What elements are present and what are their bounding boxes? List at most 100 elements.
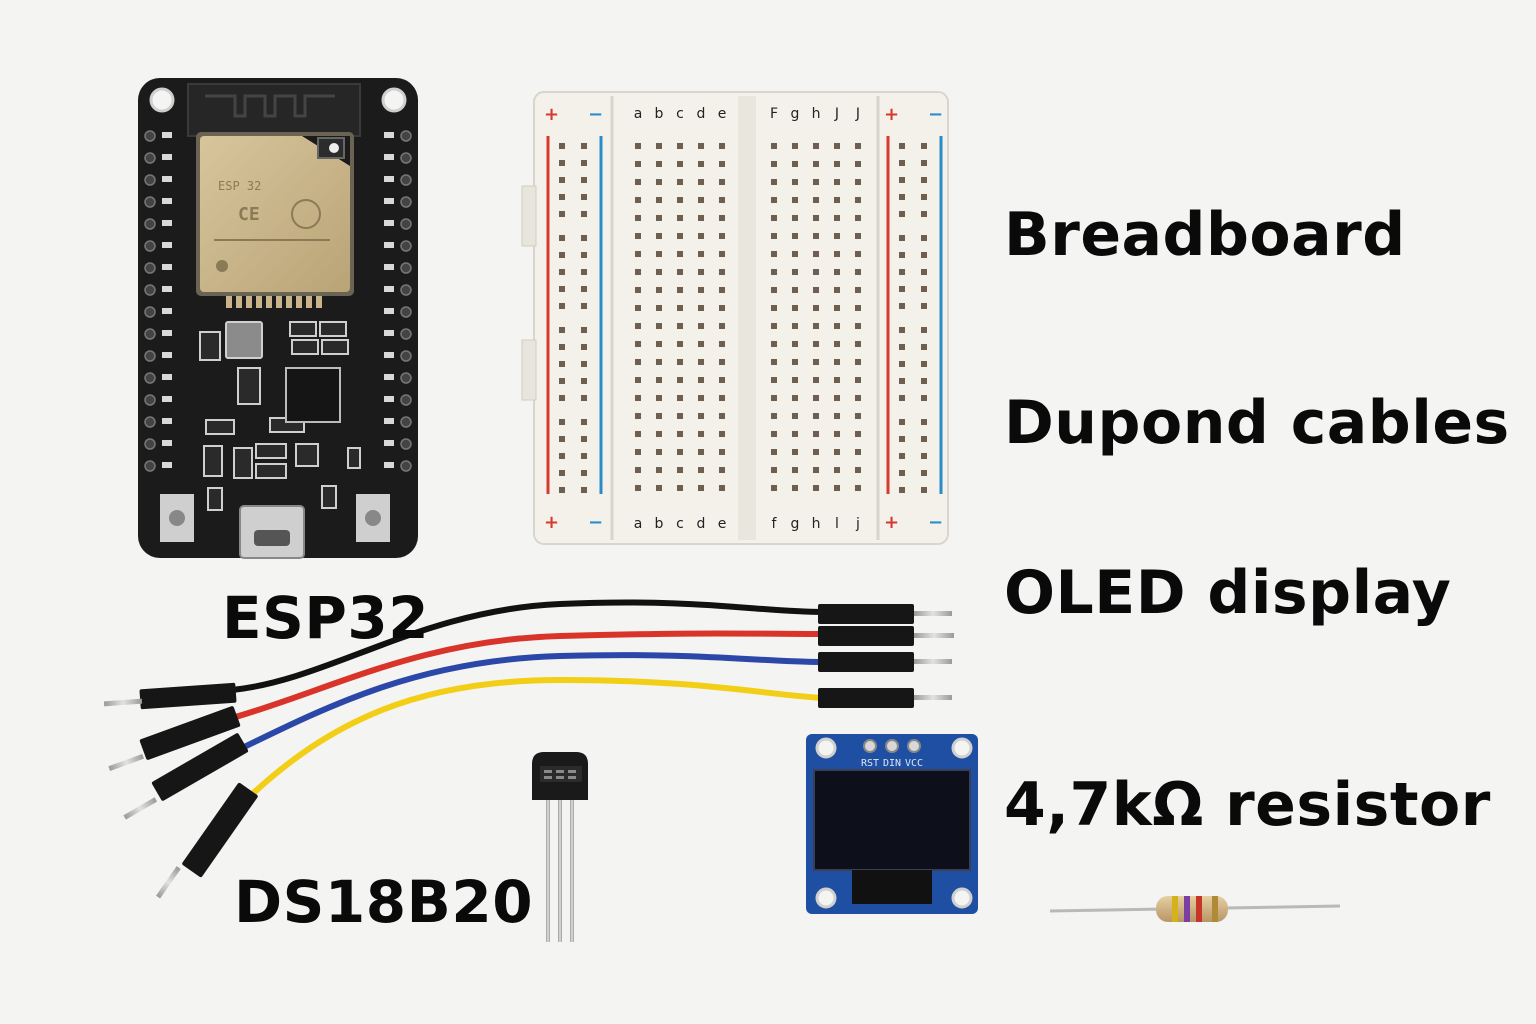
- breadboard-hole: [834, 377, 840, 383]
- breadboard-hole: [855, 287, 861, 293]
- column-label: g: [791, 106, 800, 122]
- breadboard-hole: [677, 269, 683, 275]
- breadboard-hole: [813, 179, 819, 185]
- breadboard-label: Breadboard: [1004, 200, 1406, 270]
- breadboard-hole: [559, 395, 565, 401]
- boot-button: [160, 494, 194, 542]
- breadboard-hole: [656, 485, 662, 491]
- breadboard-hole: [899, 327, 905, 333]
- breadboard-hole: [635, 287, 641, 293]
- breadboard-hole: [635, 233, 641, 239]
- reset-button: [356, 494, 390, 542]
- breadboard-hole: [899, 470, 905, 476]
- breadboard-hole: [834, 179, 840, 185]
- ds18b20-sensor: [532, 752, 588, 942]
- breadboard-hole: [855, 179, 861, 185]
- mounting-hole-icon: [815, 737, 837, 759]
- breadboard-hole: [813, 269, 819, 275]
- breadboard-hole: [813, 485, 819, 491]
- micro-usb-port-icon: [239, 505, 305, 559]
- breadboard-hole: [855, 323, 861, 329]
- breadboard-hole: [834, 161, 840, 167]
- breadboard-hole: [677, 485, 683, 491]
- breadboard-hole: [855, 269, 861, 275]
- breadboard-hole: [834, 341, 840, 347]
- oled-display-module: RST DIN VCC: [806, 734, 978, 914]
- resistor-4k7: [1049, 896, 1341, 922]
- column-label: e: [718, 106, 727, 122]
- breadboard-hole: [719, 413, 725, 419]
- breadboard-hole: [698, 215, 704, 221]
- breadboard-hole: [834, 449, 840, 455]
- breadboard-hole: [921, 487, 927, 493]
- breadboard-hole: [834, 467, 840, 473]
- breadboard-hole: [855, 431, 861, 437]
- breadboard-hole: [792, 431, 798, 437]
- breadboard-hole: [899, 194, 905, 200]
- breadboard-hole: [813, 467, 819, 473]
- breadboard-hole: [834, 233, 840, 239]
- rail-minus-label: −: [928, 512, 943, 533]
- mounting-hole-icon: [951, 887, 973, 909]
- breadboard-hole: [719, 215, 725, 221]
- breadboard-hole: [559, 487, 565, 493]
- breadboard-hole: [792, 413, 798, 419]
- breadboard-hole: [559, 361, 565, 367]
- breadboard-hole: [581, 143, 587, 149]
- breadboard-hole: [899, 378, 905, 384]
- breadboard-hole: [813, 251, 819, 257]
- resistor-label: 4,7kΩ resistor: [1004, 770, 1491, 840]
- breadboard-hole: [581, 160, 587, 166]
- dupont-cables: [103, 599, 954, 899]
- breadboard-hole: [635, 485, 641, 491]
- breadboard-hole: [921, 194, 927, 200]
- breadboard-hole: [698, 251, 704, 257]
- breadboard-hole: [559, 344, 565, 350]
- breadboard-hole: [635, 143, 641, 149]
- breadboard-hole: [813, 323, 819, 329]
- column-label: b: [655, 106, 664, 122]
- breadboard-hole: [656, 449, 662, 455]
- breadboard-hole: [635, 269, 641, 275]
- led-icon: [329, 143, 339, 153]
- breadboard-hole: [921, 269, 927, 275]
- breadboard-hole: [581, 194, 587, 200]
- breadboard-hole: [698, 377, 704, 383]
- breadboard-hole: [899, 487, 905, 493]
- breadboard-hole: [855, 359, 861, 365]
- breadboard-holes: [559, 143, 927, 493]
- breadboard-hole: [581, 395, 587, 401]
- breadboard-hole: [698, 197, 704, 203]
- breadboard-hole: [834, 485, 840, 491]
- breadboard-hole: [656, 215, 662, 221]
- breadboard-hole: [581, 361, 587, 367]
- breadboard-hole: [834, 287, 840, 293]
- column-label: b: [655, 516, 664, 532]
- breadboard-hole: [656, 233, 662, 239]
- connector-icon: [818, 626, 954, 646]
- breadboard-hole: [771, 485, 777, 491]
- breadboard-hole: [899, 344, 905, 350]
- breadboard-hole: [719, 269, 725, 275]
- connector-icon: [818, 652, 952, 672]
- breadboard-hole: [899, 303, 905, 309]
- wire-red: [229, 630, 825, 721]
- breadboard-hole: [921, 286, 927, 292]
- breadboard-hole: [771, 197, 777, 203]
- wire-blue: [235, 652, 825, 753]
- breadboard-hole: [581, 436, 587, 442]
- esp32-board: ESP 32 CE: [138, 78, 418, 559]
- column-label: c: [676, 106, 684, 122]
- oled-pin-label: DIN: [883, 758, 901, 769]
- column-label: l: [835, 516, 839, 532]
- breadboard-hole: [899, 177, 905, 183]
- breadboard-hole: [559, 160, 565, 166]
- rail-plus-label: +: [544, 512, 559, 533]
- breadboard-hole: [792, 305, 798, 311]
- breadboard-hole: [899, 160, 905, 166]
- breadboard-hole: [581, 470, 587, 476]
- breadboard-hole: [834, 359, 840, 365]
- breadboard-hole: [559, 194, 565, 200]
- oled-pin-label: VCC: [905, 758, 923, 769]
